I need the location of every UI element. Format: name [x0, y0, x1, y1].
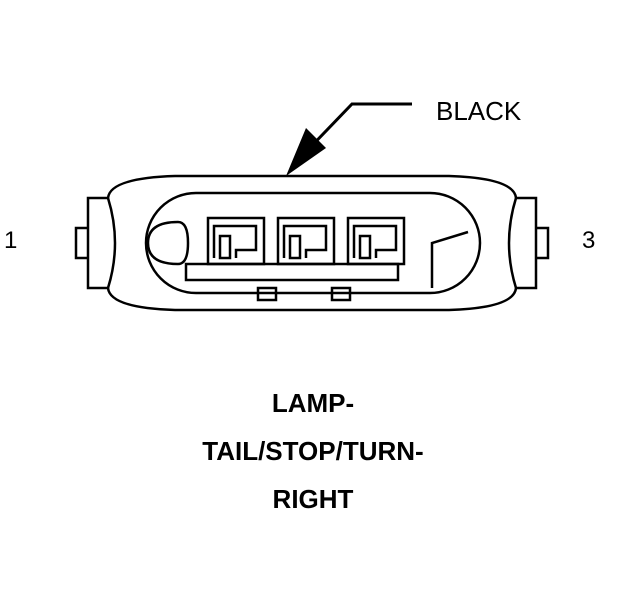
wire-color-label: BLACK — [436, 96, 522, 126]
pin-1-label: 1 — [4, 227, 17, 254]
right-latch-tab — [536, 226, 550, 260]
connector-outer-shell — [86, 174, 538, 312]
pin-3-label: 3 — [582, 227, 595, 254]
terminal-2-outer — [276, 216, 336, 266]
terminal-1-inner — [212, 224, 258, 258]
caption-line-3: RIGHT — [273, 484, 354, 514]
caption-line-2: TAIL/STOP/TURN- — [202, 436, 423, 466]
left-flange-curve — [106, 197, 117, 289]
connector-body — [74, 174, 550, 312]
left-key-slot — [146, 220, 190, 266]
terminal-3-inner — [352, 224, 398, 258]
terminal-1-outer — [206, 216, 266, 266]
terminal-3-contact — [358, 234, 372, 260]
leader-arrowhead — [286, 128, 326, 176]
terminal-bar — [184, 262, 400, 282]
caption-line-1: LAMP- — [272, 388, 354, 418]
terminal-3-outer — [346, 216, 406, 266]
left-latch-tab — [74, 226, 88, 260]
connector-inner-cavity — [144, 191, 482, 295]
terminal-3 — [346, 216, 406, 266]
terminal-2-contact — [288, 234, 302, 260]
bottom-tab-left — [256, 286, 278, 302]
terminal-2-inner — [282, 224, 328, 258]
right-key-slot — [430, 230, 469, 288]
bottom-tab-right — [330, 286, 352, 302]
right-flange-curve — [507, 197, 518, 289]
terminal-1-contact — [218, 234, 232, 260]
terminal-1 — [206, 216, 266, 266]
terminal-2 — [276, 216, 336, 266]
